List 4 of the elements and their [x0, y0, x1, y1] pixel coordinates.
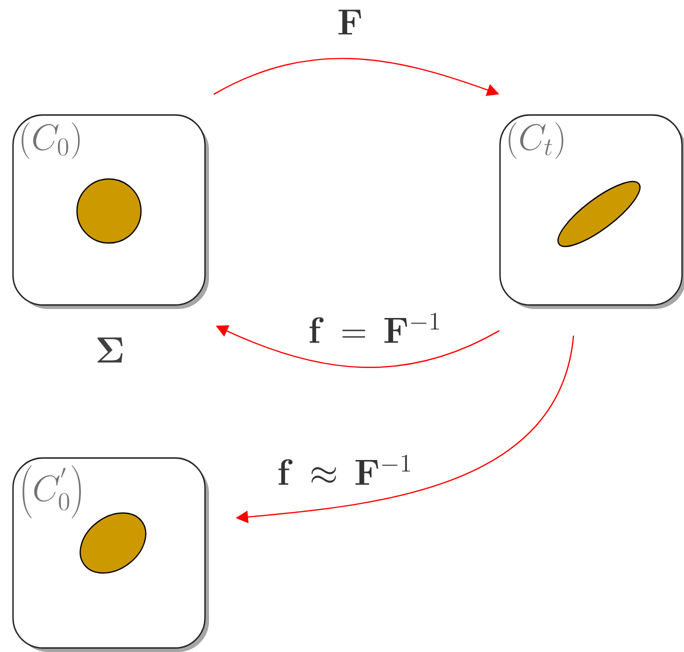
edge-label: $\mathbf{f}\,\approx\,\mathbf{F}^{-1}$	[275, 453, 415, 487]
edge-label: $\mathbf{F}$	[335, 8, 365, 36]
symbol-label: $\mathbf{\Sigma}$	[97, 338, 122, 362]
edge-label: $\mathbf{f}\,=\,\mathbf{F}^{-1}$	[306, 311, 444, 345]
